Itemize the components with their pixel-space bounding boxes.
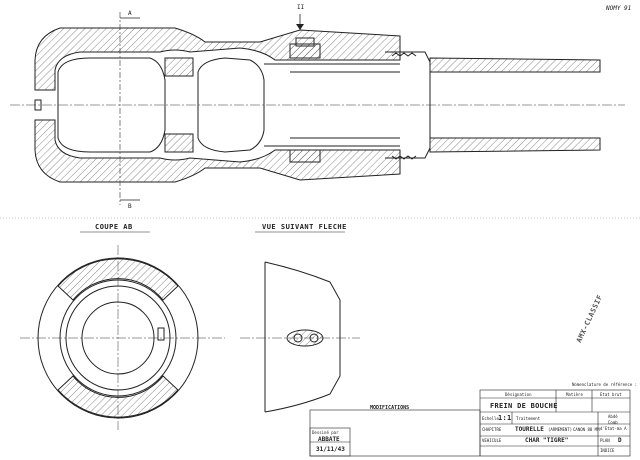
section-marker-a: A	[128, 10, 132, 17]
dessine-label: Dessiné par	[312, 430, 339, 435]
plan-value: D	[618, 437, 622, 444]
section-marker-b: B	[128, 203, 132, 210]
date-value: 31/11/43	[316, 446, 345, 453]
vehicule-value: CHAR "TIGRE"	[525, 437, 569, 444]
side-comb: Comb	[608, 420, 618, 425]
hatch-ring-bottom	[57, 375, 179, 418]
traitement-label: Traitement	[516, 416, 541, 421]
vehicule-label: VEHICULE	[482, 438, 502, 443]
modifications-label: MODIFICATIONS	[370, 405, 410, 411]
vue-fleche-label: VUE SUIVANT FLECHE	[262, 223, 347, 231]
section-view	[34, 27, 601, 183]
side-abcd: Abdé	[608, 414, 618, 419]
hatch-ring-top	[57, 258, 179, 301]
collar-bottom	[164, 133, 194, 153]
chapitre-value: TOURELLE	[515, 426, 544, 433]
coupe-ab-label: COUPE AB	[95, 223, 133, 231]
chamber-right	[197, 57, 265, 153]
collar-top	[164, 57, 194, 77]
ref-label: Nomenclature de référence :	[572, 382, 638, 387]
plan-label: PLAN	[600, 438, 610, 443]
vue-fleche-view	[264, 261, 341, 413]
chapitre-note: (ARMEMENT)	[548, 427, 573, 432]
designation-value: FREIN DE BOUCHE	[490, 402, 558, 410]
designation-label: Désignation	[505, 392, 532, 397]
chapitre-label: CHAPITRE	[482, 427, 502, 432]
echelle-label: Echelle	[482, 416, 499, 421]
corner-ref: NOMY 91	[606, 5, 632, 12]
dessine-value: ABBATE	[318, 436, 340, 443]
side-etat: d'Etat-ma A	[600, 426, 627, 431]
chapitre-suffix: CANON 88 MM	[573, 427, 600, 432]
echelle-value: 1:1	[498, 414, 512, 422]
arrow-marker: II	[297, 4, 305, 11]
lower-wall	[34, 119, 401, 183]
barrel-tube	[429, 57, 601, 73]
chamber-left	[57, 57, 166, 153]
title-block-frame	[309, 389, 631, 457]
lock-bolt	[289, 43, 321, 59]
indice-label: INDICE	[600, 448, 615, 453]
matiere-label: Matière	[566, 392, 583, 397]
etat-label: Etat brut	[600, 392, 622, 397]
